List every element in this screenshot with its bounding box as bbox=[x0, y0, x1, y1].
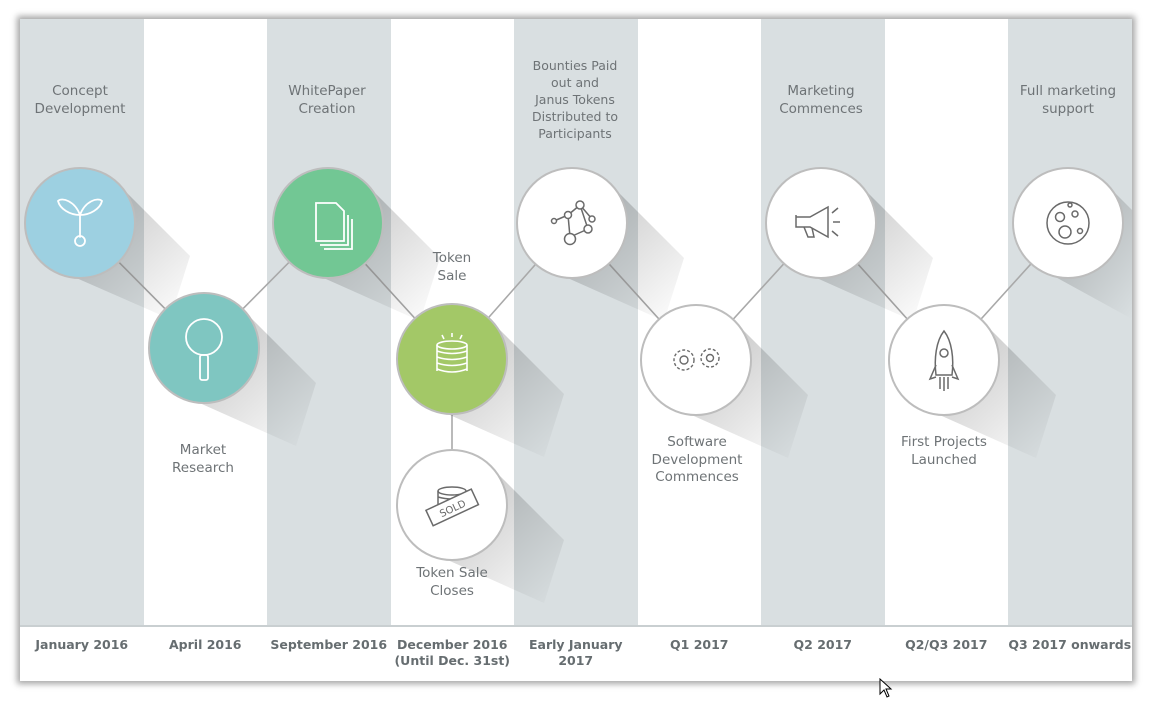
moon-icon bbox=[1046, 201, 1090, 245]
date-1: January 2016 bbox=[35, 637, 129, 652]
date-3: September 2016 bbox=[270, 637, 388, 652]
node-circles bbox=[24, 167, 1124, 561]
stripe-7 bbox=[761, 19, 885, 625]
gears-icon bbox=[673, 348, 720, 371]
date-8: Q2/Q3 2017 bbox=[905, 637, 988, 652]
node-software-dev bbox=[640, 304, 752, 416]
date-6: Q1 2017 bbox=[670, 637, 729, 652]
stripe-1 bbox=[20, 19, 144, 625]
stripe-3 bbox=[267, 19, 391, 625]
megaphone-icon bbox=[795, 205, 840, 239]
coin-stack-icon bbox=[436, 333, 468, 373]
node-marketing bbox=[765, 167, 877, 279]
stripe-9 bbox=[1008, 19, 1132, 625]
mouse-cursor-icon bbox=[879, 678, 893, 698]
sprout-icon bbox=[57, 198, 103, 247]
timeline-diagram: SOLD bbox=[24, 167, 1132, 603]
node-first-projects bbox=[888, 304, 1000, 416]
document-icon bbox=[315, 202, 353, 250]
network-icon bbox=[550, 200, 596, 246]
node-full-marketing bbox=[1012, 167, 1124, 279]
rocket-icon bbox=[928, 329, 960, 391]
date-footer bbox=[20, 625, 1132, 681]
node-bounties bbox=[516, 167, 628, 279]
date-9: Q3 2017 onwards bbox=[1008, 637, 1132, 652]
magnifier-icon bbox=[185, 318, 223, 381]
date-7: Q2 2017 bbox=[793, 637, 852, 652]
roadmap-frame: SOLD bbox=[20, 19, 1132, 681]
date-2: April 2016 bbox=[169, 637, 242, 652]
node-whitepaper bbox=[272, 167, 384, 279]
node-market-research bbox=[148, 292, 260, 404]
date-4: December 2016(Until Dec. 31st) bbox=[394, 637, 511, 668]
